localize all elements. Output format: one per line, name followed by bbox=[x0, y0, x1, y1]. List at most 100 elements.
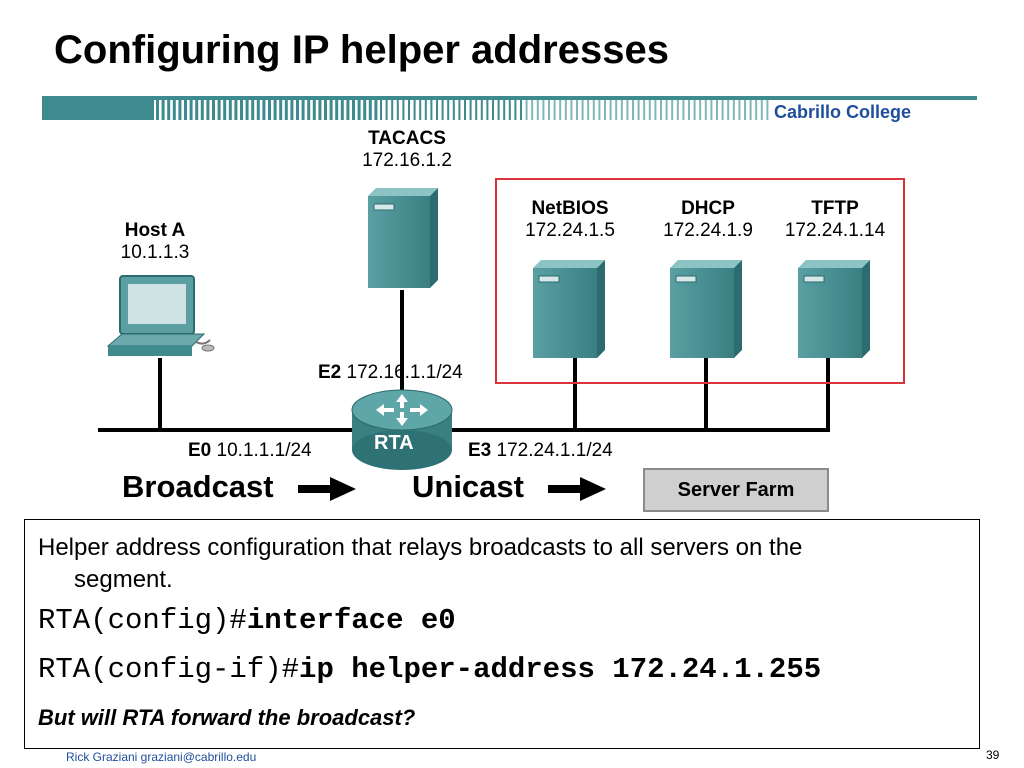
banner-stripe bbox=[284, 100, 288, 120]
banner-stripe bbox=[301, 100, 305, 120]
banner-stripe bbox=[576, 100, 578, 120]
banner-stripe bbox=[273, 100, 277, 120]
banner-stripe bbox=[492, 100, 494, 120]
description-line-2: segment. bbox=[74, 566, 173, 593]
banner-stripe bbox=[368, 100, 372, 120]
banner-stripe bbox=[738, 100, 741, 120]
tacacs-name: TACACS bbox=[368, 128, 446, 149]
tacacs-server-icon bbox=[368, 188, 438, 288]
banner-stripe bbox=[318, 100, 322, 120]
banner-stripe bbox=[234, 100, 238, 120]
banner-stripe bbox=[245, 100, 249, 120]
banner-stripe bbox=[548, 100, 550, 120]
banner-stripe bbox=[161, 100, 165, 120]
banner-stripe bbox=[732, 100, 735, 120]
network-links bbox=[98, 290, 830, 432]
netbios-server-icon bbox=[533, 260, 605, 358]
command-1: RTA(config)#interface e0 bbox=[38, 604, 456, 637]
banner-stripe bbox=[380, 100, 382, 120]
banner-stripe bbox=[637, 100, 640, 120]
banner-stripe bbox=[699, 100, 702, 120]
command-1-text: interface e0 bbox=[246, 604, 456, 637]
banner-stripe bbox=[531, 100, 534, 120]
netbios-ip: 172.24.1.5 bbox=[525, 220, 615, 241]
banner-stripe bbox=[447, 100, 450, 120]
banner-stripe bbox=[626, 100, 629, 120]
banner-stripe bbox=[340, 100, 344, 120]
page-title: Configuring IP helper addresses bbox=[54, 28, 669, 72]
banner-stripe bbox=[441, 100, 444, 120]
unicast-label: Unicast bbox=[412, 469, 524, 504]
banner-stripe bbox=[402, 100, 405, 120]
banner-stripe bbox=[525, 100, 528, 120]
broadcast-arrow-icon bbox=[298, 477, 356, 501]
banner-stripe bbox=[620, 100, 623, 120]
e2-name: E2 bbox=[318, 362, 342, 383]
banner-stripe bbox=[766, 100, 769, 120]
dhcp-name: DHCP bbox=[681, 198, 735, 219]
banner-stripe bbox=[755, 100, 758, 120]
banner-stripe bbox=[184, 100, 187, 120]
banner-stripe bbox=[721, 100, 724, 120]
e0-name: E0 bbox=[188, 440, 212, 461]
banner-stripe bbox=[486, 100, 489, 120]
header-banner bbox=[42, 96, 977, 120]
banner-stripe bbox=[760, 100, 763, 120]
banner-stripe bbox=[312, 100, 316, 120]
banner-stripe bbox=[206, 100, 210, 120]
banner-stripe bbox=[587, 100, 590, 120]
banner-stripe bbox=[536, 100, 539, 120]
banner-stripe bbox=[615, 100, 618, 120]
banner-stripe bbox=[693, 100, 696, 120]
e2-ip: 172.16.1.1/24 bbox=[346, 362, 463, 383]
banner-stripe bbox=[335, 100, 339, 120]
host-a-name: Host A bbox=[124, 220, 186, 241]
e0-ip: 10.1.1.1/24 bbox=[216, 440, 312, 461]
router-name: RTA bbox=[374, 432, 414, 454]
banner-stripe bbox=[424, 100, 427, 120]
command-1-prompt: RTA(config)# bbox=[38, 604, 247, 637]
banner-stripe bbox=[648, 100, 651, 120]
e2-label: E2 172.16.1.1/24 bbox=[318, 362, 463, 384]
banner-stripe bbox=[609, 100, 612, 120]
tftp-label: TFTP 172.24.1.14 bbox=[772, 198, 898, 242]
banner-stripe bbox=[189, 100, 193, 120]
dhcp-server-icon bbox=[670, 260, 742, 358]
host-a-label: Host A 10.1.1.3 bbox=[100, 220, 210, 264]
banner-stripe bbox=[744, 100, 746, 120]
banner-stripe bbox=[688, 100, 690, 120]
banner-stripe bbox=[508, 100, 511, 120]
banner-stripe bbox=[716, 100, 718, 120]
banner-stripe bbox=[374, 100, 378, 120]
command-2: RTA(config-if)#ip helper-address 172.24.… bbox=[38, 653, 821, 686]
banner-stripe bbox=[564, 100, 567, 120]
server-farm-label: Server Farm bbox=[643, 468, 829, 512]
banner-stripe bbox=[581, 100, 584, 120]
banner-stripe bbox=[413, 100, 416, 120]
banner-stripe bbox=[464, 100, 466, 120]
banner-stripe bbox=[704, 100, 707, 120]
banner-stripe bbox=[480, 100, 483, 120]
banner-stripe bbox=[346, 100, 350, 120]
banner-stripe bbox=[212, 100, 215, 120]
unicast-arrow-icon bbox=[548, 477, 606, 501]
tftp-server-icon bbox=[798, 260, 870, 358]
banner-stripe bbox=[682, 100, 685, 120]
network-diagram bbox=[42, 96, 977, 501]
banner-stripe bbox=[654, 100, 657, 120]
tacacs-label: TACACS 172.16.1.2 bbox=[352, 128, 462, 172]
server-group-box bbox=[495, 178, 905, 384]
netbios-name: NetBIOS bbox=[531, 198, 609, 219]
banner-stripe bbox=[408, 100, 410, 120]
banner-stripe bbox=[469, 100, 472, 120]
banner-stripe bbox=[604, 100, 606, 120]
e3-name: E3 bbox=[468, 440, 492, 461]
banner-stripe bbox=[251, 100, 255, 120]
banner-stripe bbox=[710, 100, 713, 120]
banner-stripe bbox=[329, 100, 333, 120]
banner-stripe bbox=[296, 100, 299, 120]
dhcp-label: DHCP 172.24.1.9 bbox=[648, 198, 768, 242]
banner-stripe bbox=[749, 100, 752, 120]
banner-stripe bbox=[172, 100, 176, 120]
banner-stripe bbox=[357, 100, 361, 120]
